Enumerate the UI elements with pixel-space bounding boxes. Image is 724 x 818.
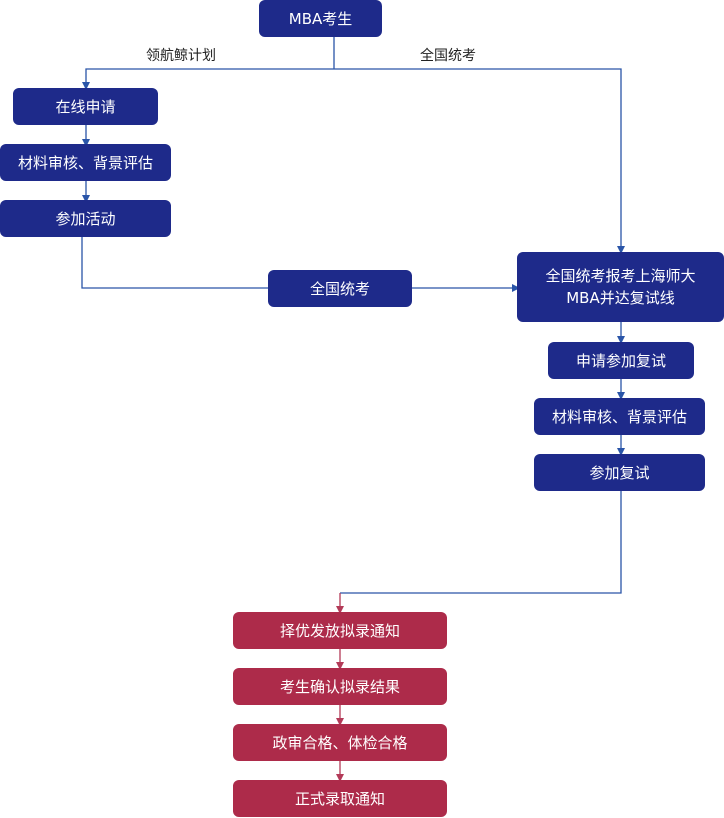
node-attend-retest-label: 参加复试 [589, 463, 650, 482]
node-right-review: 材料审核、背景评估 [534, 398, 705, 435]
node-start: MBA考生 [259, 0, 382, 37]
branch-label-right: 全国统考 [420, 48, 476, 64]
node-confirm-result: 考生确认拟录结果 [233, 668, 447, 705]
node-official-admission-label: 正式录取通知 [294, 789, 385, 808]
node-left-review: 材料审核、背景评估 [0, 144, 171, 181]
connector-left-branch [82, 68, 334, 90]
node-background-check-label: 政审合格、体检合格 [272, 733, 408, 752]
connector-right-to-final [340, 490, 622, 594]
node-apply-retest-label: 申请参加复试 [575, 351, 666, 370]
node-join-activity-label: 参加活动 [55, 209, 116, 228]
connector-right-branch [334, 68, 625, 254]
node-start-label: MBA考生 [288, 9, 353, 28]
node-online-apply-label: 在线申请 [55, 97, 116, 116]
node-right-review-label: 材料审核、背景评估 [551, 407, 687, 426]
node-official-admission: 正式录取通知 [233, 780, 447, 817]
node-online-apply: 在线申请 [13, 88, 158, 125]
node-pre-admission-notice: 择优发放拟录通知 [233, 612, 447, 649]
node-join-activity: 参加活动 [0, 200, 171, 237]
node-exam-pass-line1: 全国统考报考上海师大 [545, 267, 696, 285]
node-left-review-label: 材料审核、背景评估 [17, 153, 153, 172]
node-pre-admission-notice-label: 择优发放拟录通知 [279, 621, 400, 640]
node-apply-retest: 申请参加复试 [548, 342, 694, 379]
node-national-exam-label: 全国统考 [309, 279, 370, 298]
node-attend-retest: 参加复试 [534, 454, 705, 491]
node-exam-pass: 全国统考报考上海师大 MBA并达复试线 [517, 252, 724, 322]
node-confirm-result-label: 考生确认拟录结果 [279, 677, 400, 696]
branch-label-left: 领航鲸计划 [146, 48, 216, 64]
node-exam-pass-line2: MBA并达复试线 [566, 289, 675, 307]
node-national-exam: 全国统考 [268, 270, 412, 307]
node-background-check: 政审合格、体检合格 [233, 724, 447, 761]
connector-left-3-exam [81, 237, 268, 289]
